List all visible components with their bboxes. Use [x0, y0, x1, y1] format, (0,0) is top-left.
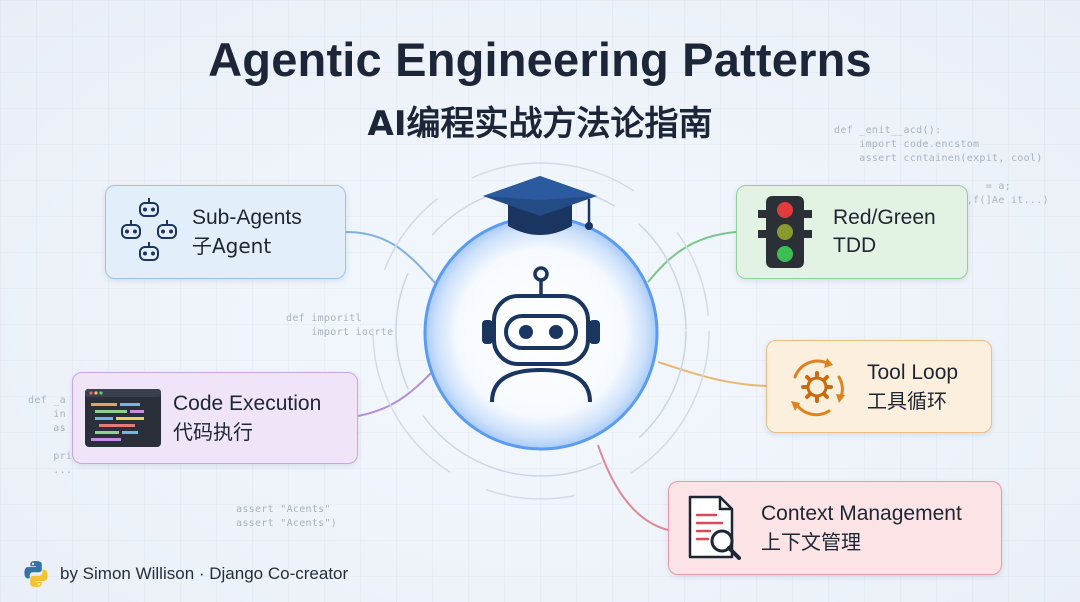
card-title-zh: 工具循环 [867, 388, 947, 413]
connector-sub-agents [345, 231, 438, 286]
code-editor-icon [73, 389, 173, 447]
card-title-sub: TDD [833, 234, 877, 257]
document-search-icon [669, 495, 761, 561]
card-tool-loop: Tool Loop 工具循环 [766, 340, 992, 433]
outer-ring-1 [372, 162, 710, 500]
card-context-management: Context Management 上下文管理 [668, 481, 1002, 575]
card-title-en: Code Execution [173, 392, 322, 415]
card-code-execution: Code Execution 代码执行 [72, 372, 358, 464]
card-title-en: Context Management [761, 502, 962, 525]
graduation-cap-icon [481, 172, 599, 248]
card-title-en: Tool Loop [867, 360, 959, 384]
card-title-zh: 子Agent [192, 234, 272, 258]
connector-code-execution [357, 371, 433, 417]
card-title-en: Red/Green [833, 206, 936, 229]
python-logo-icon [24, 561, 48, 587]
card-title-zh: 上下文管理 [761, 530, 861, 554]
card-title-en: Sub-Agents [192, 206, 302, 229]
robot-team-icon [106, 197, 192, 267]
connector-context-management [597, 444, 669, 531]
code-snippet-top-right: def _enit__acd(): import code.encstom as… [834, 125, 1049, 206]
footer-credit: by Simon Willison · Django Co-creator [22, 558, 348, 590]
code-snippet-bottom: assert "Acents" assert "Acents") [236, 504, 338, 529]
footer-credit-text: by Simon Willison · Django Co-creator [60, 564, 349, 583]
connector-tool-loop [657, 361, 767, 387]
gear-cycle-icon [767, 355, 867, 419]
page-title: Agentic Engineering Patterns [208, 33, 872, 86]
card-sub-agents: Sub-Agents 子Agent [105, 185, 346, 279]
card-title-zh: 代码执行 [173, 420, 253, 444]
page-subtitle: AI编程实战方法论指南 [367, 104, 713, 144]
code-snippet-left: def _a in as print ... [28, 395, 85, 476]
code-snippet-mid-left: def imporitl import iocrte [286, 313, 394, 338]
traffic-light-icon [737, 196, 833, 268]
connector-red-green [647, 231, 737, 283]
card-red-green-tdd: Red/Green TDD [736, 185, 968, 279]
robot-icon [478, 266, 604, 410]
